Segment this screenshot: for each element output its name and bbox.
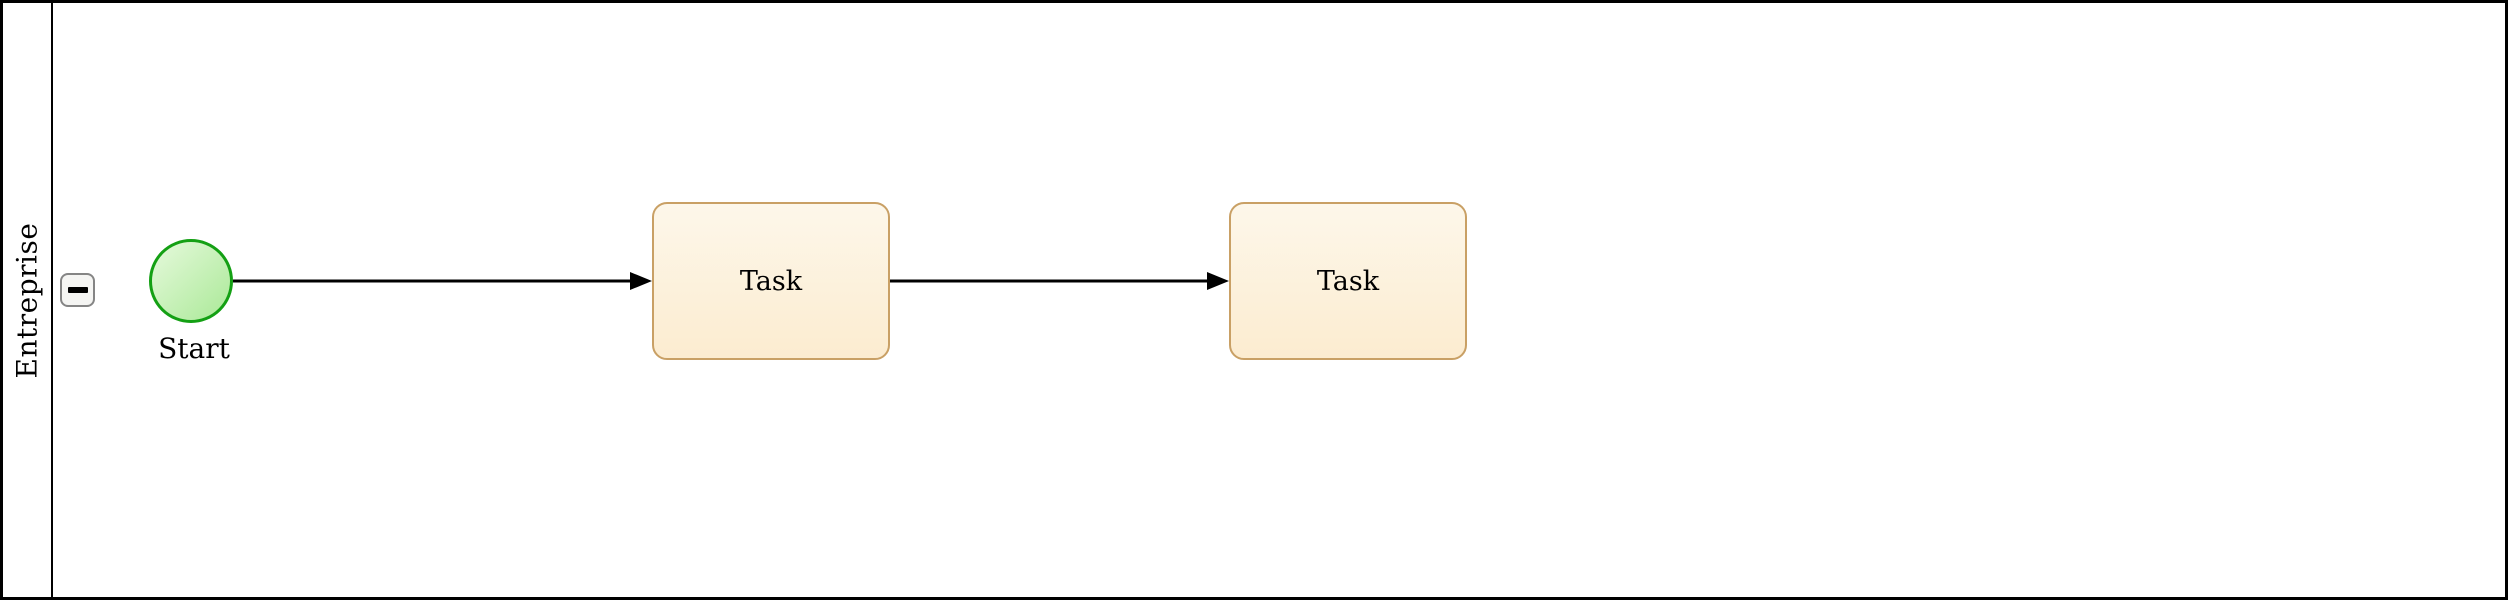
pool-collapse-button[interactable] (60, 273, 95, 307)
minus-icon (67, 287, 88, 293)
sequence-flow-start-to-task1[interactable] (233, 272, 652, 290)
sequence-flow-task1-to-task2[interactable] (890, 272, 1229, 290)
task-2-label: Task (1316, 265, 1380, 297)
pool-lane-entreprise[interactable]: Entreprise (3, 3, 53, 597)
start-event-label: Start (158, 332, 230, 365)
start-event-circle[interactable] (149, 239, 233, 323)
arrowhead-icon (1207, 272, 1229, 290)
arrowhead-icon (630, 272, 652, 290)
task-1-label: Task (739, 265, 803, 297)
sequence-flow-layer (233, 272, 1229, 290)
task-node-2[interactable]: Task (1229, 202, 1467, 360)
task-node-1[interactable]: Task (652, 202, 890, 360)
